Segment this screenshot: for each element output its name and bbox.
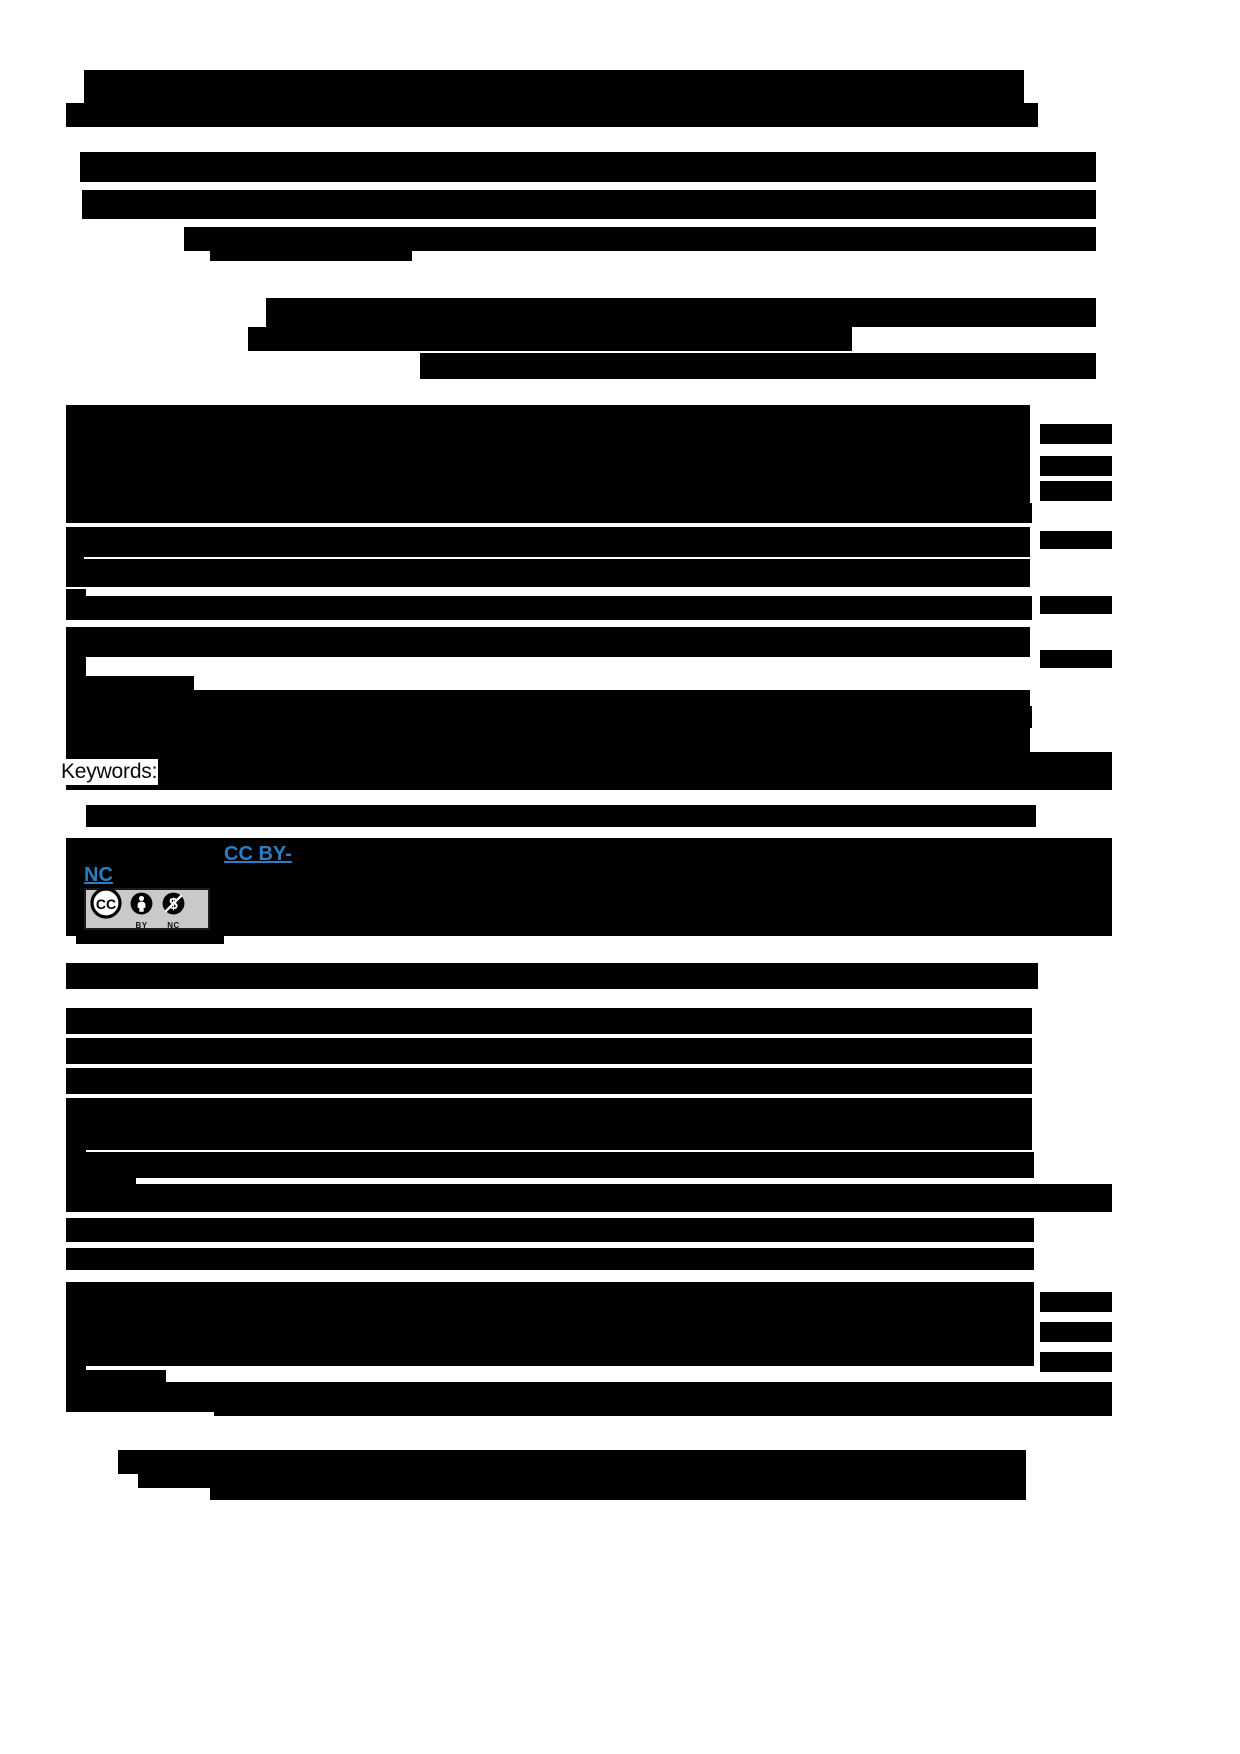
article-info-redaction-line <box>86 805 1036 827</box>
cc-by-cell: BY <box>129 891 154 930</box>
affiliation-redaction-line <box>266 298 1096 327</box>
license-redaction-mass <box>66 838 1112 900</box>
author-redaction-line <box>184 227 1096 251</box>
abstract-redaction-line <box>66 596 1032 620</box>
abstract-redaction-gutter <box>66 456 88 478</box>
abstract-redaction-line <box>66 503 1032 523</box>
section-heading-redaction <box>66 963 1038 989</box>
person-icon <box>129 891 154 921</box>
creative-commons-badge[interactable]: CC CC BY $ NC <box>84 887 210 933</box>
title-redaction-line <box>66 103 1038 127</box>
body-redaction-line <box>66 1068 1032 1094</box>
body-redaction-line <box>66 1038 1032 1064</box>
abstract-redaction-gutter <box>66 424 96 452</box>
svg-text:CC: CC <box>96 896 116 912</box>
keywords-label: Keywords: <box>60 759 159 785</box>
body-redaction-line <box>66 1152 1034 1178</box>
body-redaction-margin <box>1040 1292 1112 1312</box>
abstract-redaction-line <box>66 527 1030 557</box>
license-redaction-mass <box>66 898 1112 936</box>
cc-nc-cell: $ NC <box>161 891 186 930</box>
author-redaction-line <box>210 249 412 261</box>
footnote-redaction-line <box>210 1478 1026 1500</box>
abstract-redaction-margin <box>1040 650 1112 668</box>
body-redaction-margin <box>1040 1322 1112 1342</box>
body-redaction-line <box>66 1184 1112 1212</box>
affiliation-redaction-line <box>500 365 1096 379</box>
no-commercial-icon: $ <box>161 891 186 921</box>
cc-nc-caption: NC <box>167 920 180 930</box>
body-redaction-line <box>66 1218 1034 1242</box>
author-redaction-line <box>80 152 1096 182</box>
keywords-redaction-band <box>66 752 1112 790</box>
author-redaction-line <box>82 190 1096 219</box>
abstract-redaction-margin <box>1040 456 1112 476</box>
body-redaction-line <box>66 1098 1032 1124</box>
license-link-nc[interactable]: NC <box>84 864 113 886</box>
title-redaction-line <box>84 70 1024 103</box>
license-link-cc-by[interactable]: CC BY- <box>224 843 292 865</box>
affiliation-redaction-line <box>248 327 852 351</box>
body-redaction-line <box>66 1248 1034 1270</box>
cc-circle-icon: CC <box>90 887 122 924</box>
cc-by-caption: BY <box>135 920 148 930</box>
abstract-redaction-margin <box>1040 531 1112 549</box>
license-redaction-tail <box>76 928 224 944</box>
abstract-redaction-line <box>66 706 1032 728</box>
body-redaction-line <box>214 1396 1112 1416</box>
abstract-redaction-line <box>66 676 194 690</box>
abstract-redaction-line <box>66 559 1030 587</box>
body-redaction-margin <box>1040 1352 1112 1372</box>
abstract-redaction-mass <box>66 405 1030 517</box>
body-redaction-line <box>66 1122 1032 1150</box>
body-redaction-line <box>66 1334 1032 1356</box>
abstract-redaction-line <box>66 627 1030 657</box>
abstract-redaction-margin <box>1040 481 1112 501</box>
abstract-redaction-margin <box>1040 424 1112 444</box>
cc-logo-cell: CC CC <box>90 887 122 933</box>
abstract-redaction-gutter <box>66 648 86 676</box>
abstract-redaction-gutter <box>66 481 86 503</box>
abstract-redaction-margin <box>1040 596 1112 614</box>
body-redaction-line <box>66 1008 1032 1034</box>
